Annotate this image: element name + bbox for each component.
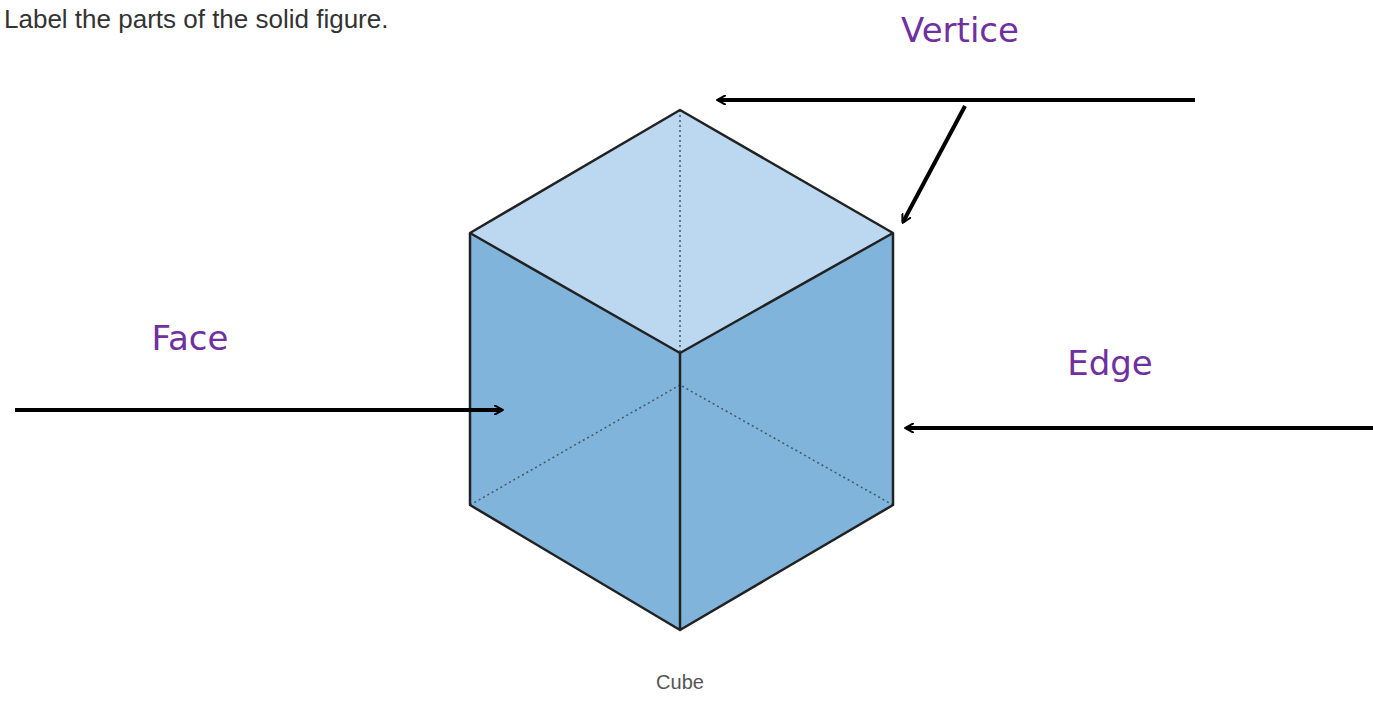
leader-arrows: [15, 100, 1373, 428]
part-label: Edge: [1067, 343, 1153, 384]
figure-caption: Cube: [656, 670, 704, 694]
hidden-edges: [470, 110, 893, 505]
part-label: Vertice: [901, 10, 1019, 51]
instruction-title: Label the parts of the solid figure.: [4, 4, 388, 35]
visible-edges: [470, 110, 893, 630]
part-label: Face: [152, 318, 229, 359]
